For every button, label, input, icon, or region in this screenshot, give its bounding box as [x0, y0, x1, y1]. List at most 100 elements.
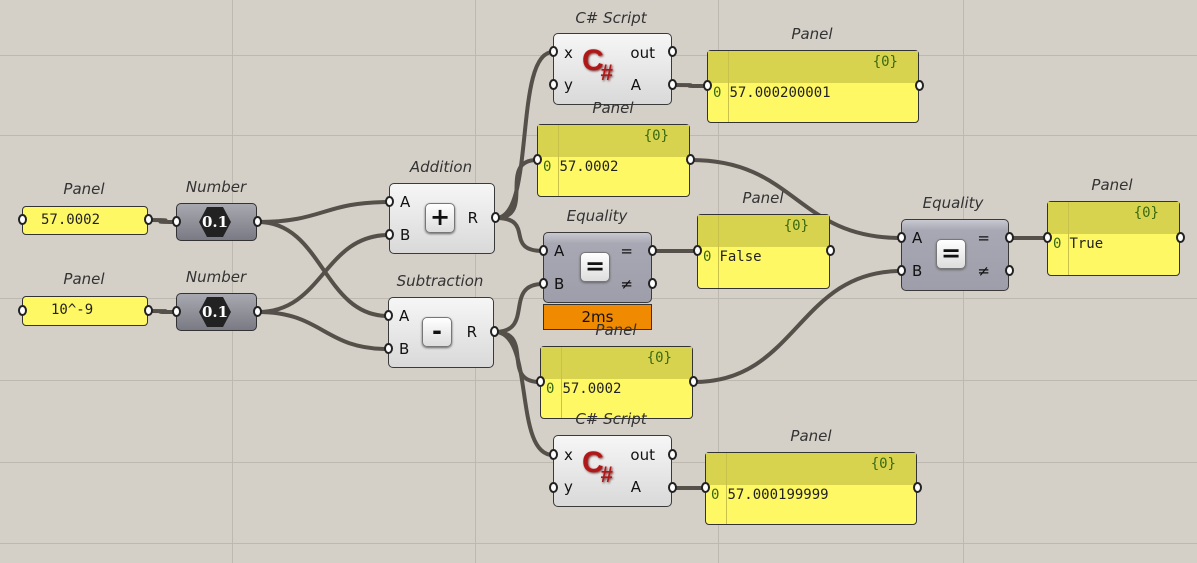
input-a[interactable]: A	[399, 307, 410, 325]
port-plug[interactable]	[1043, 232, 1052, 243]
port-plug[interactable]	[490, 326, 499, 337]
input-a[interactable]: A	[400, 193, 411, 211]
port-plug[interactable]	[897, 232, 906, 243]
port-plug[interactable]	[385, 196, 394, 207]
input-a[interactable]: A	[912, 229, 923, 247]
panel-value: False	[719, 249, 762, 265]
number-label: Number	[185, 268, 247, 286]
port-plug[interactable]	[549, 79, 558, 90]
input-b[interactable]: B	[399, 340, 410, 358]
port-plug[interactable]	[172, 216, 181, 227]
port-plug[interactable]	[384, 310, 393, 321]
port-plug[interactable]	[549, 46, 558, 57]
wire	[495, 216, 544, 253]
subtraction-component[interactable]: A B R -	[388, 297, 494, 368]
port-plug[interactable]	[549, 449, 558, 460]
port-plug[interactable]	[1005, 265, 1014, 276]
port-plug[interactable]	[172, 306, 181, 317]
port-plug[interactable]	[253, 216, 262, 227]
panel-value: True	[1069, 236, 1104, 252]
port-plug[interactable]	[385, 229, 394, 240]
index: 0	[543, 159, 552, 175]
port-plug[interactable]	[491, 212, 500, 223]
equality-component-2[interactable]: A B = ≠ =	[901, 219, 1009, 291]
port-plug[interactable]	[668, 482, 677, 493]
csharp-script-top[interactable]: x y out A C#	[553, 33, 672, 105]
output-r[interactable]: R	[467, 209, 478, 227]
port-plug[interactable]	[144, 214, 153, 225]
output-not-equal[interactable]: ≠	[620, 275, 633, 293]
port-plug[interactable]	[915, 80, 924, 91]
port-plug[interactable]	[533, 154, 542, 165]
port-plug[interactable]	[1176, 232, 1185, 243]
count-tag: {0}	[870, 456, 896, 472]
input-b[interactable]: B	[912, 262, 923, 280]
output-out[interactable]: out	[630, 446, 655, 464]
input-b[interactable]: B	[554, 275, 565, 293]
wire	[672, 83, 708, 88]
port-plug[interactable]	[689, 376, 698, 387]
wire	[149, 309, 177, 314]
port-plug[interactable]	[648, 245, 657, 256]
addition-component[interactable]: A B R +	[389, 183, 495, 254]
port-plug[interactable]	[686, 154, 695, 165]
output-a[interactable]: A	[630, 76, 641, 94]
number-label: Number	[185, 178, 247, 196]
plus-icon: +	[425, 203, 455, 233]
port-plug[interactable]	[18, 305, 27, 316]
number-param-1[interactable]: 0.1	[176, 203, 257, 241]
wire	[495, 158, 538, 220]
wire	[257, 200, 390, 224]
port-plug[interactable]	[253, 306, 262, 317]
port-plug[interactable]	[668, 79, 677, 90]
panel-input-b[interactable]: 10^-9	[22, 296, 148, 326]
port-plug[interactable]	[701, 482, 710, 493]
input-b[interactable]: B	[400, 226, 411, 244]
count-tag: {0}	[643, 128, 669, 144]
port-plug[interactable]	[1005, 232, 1014, 243]
port-plug[interactable]	[536, 376, 545, 387]
equality-component-1[interactable]: A B = ≠ =	[543, 232, 652, 303]
output-r[interactable]: R	[466, 323, 477, 341]
input-y[interactable]: y	[564, 76, 573, 94]
output-out[interactable]: out	[630, 44, 655, 62]
panel-label: Panel	[790, 427, 832, 445]
input-a[interactable]: A	[554, 242, 565, 260]
panel-label: Panel	[63, 270, 105, 288]
csharp-script-bottom[interactable]: x y out A C#	[553, 435, 672, 507]
port-plug[interactable]	[144, 305, 153, 316]
count-tag: {0}	[872, 54, 898, 70]
port-plug[interactable]	[703, 80, 712, 91]
panel-label: Panel	[592, 99, 634, 117]
output-equal[interactable]: =	[977, 229, 990, 247]
panel-label: Panel	[791, 25, 833, 43]
port-plug[interactable]	[668, 46, 677, 57]
port-plug[interactable]	[648, 278, 657, 289]
port-plug[interactable]	[668, 449, 677, 460]
panel-value: 10^-9	[51, 302, 94, 318]
port-plug[interactable]	[826, 245, 835, 256]
output-not-equal[interactable]: ≠	[977, 262, 990, 280]
port-plug[interactable]	[897, 265, 906, 276]
port-plug[interactable]	[539, 278, 548, 289]
port-plug[interactable]	[549, 482, 558, 493]
port-plug[interactable]	[18, 214, 27, 225]
port-plug[interactable]	[693, 245, 702, 256]
input-x[interactable]: x	[564, 44, 573, 62]
port-plug[interactable]	[384, 343, 393, 354]
port-plug[interactable]	[913, 482, 922, 493]
number-param-2[interactable]: 0.1	[176, 293, 257, 331]
input-x[interactable]: x	[564, 446, 573, 464]
output-a[interactable]: A	[630, 478, 641, 496]
panel-input-a[interactable]: 57.0002	[22, 206, 148, 235]
port-plug[interactable]	[539, 245, 548, 256]
output-equal[interactable]: =	[620, 242, 633, 260]
count-tag: {0}	[646, 350, 672, 366]
input-y[interactable]: y	[564, 478, 573, 496]
